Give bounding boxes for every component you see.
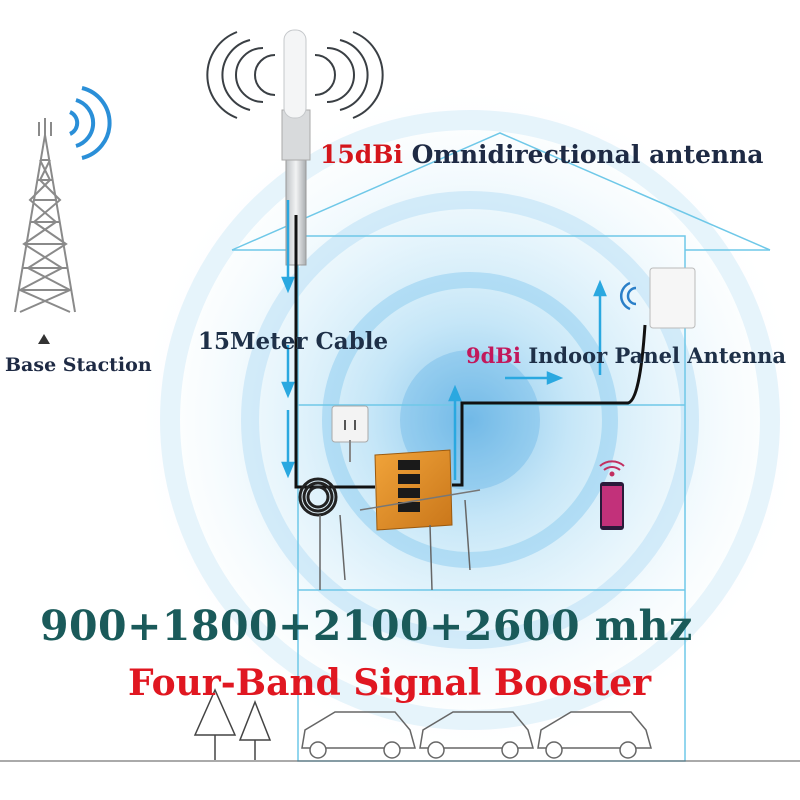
power-socket-icon bbox=[331, 405, 369, 462]
indoor-coverage-glow bbox=[140, 90, 800, 750]
tree-icon bbox=[193, 688, 272, 760]
base-station-tower bbox=[14, 118, 76, 313]
antenna-name: Omnidirectional antenna bbox=[402, 140, 764, 169]
signal-booster-device bbox=[319, 449, 481, 591]
indoor-signal-arrows bbox=[448, 279, 607, 480]
panel-signal-waves-icon bbox=[620, 281, 637, 311]
outdoor-cable bbox=[294, 215, 375, 489]
cable-label: 15Meter Cable bbox=[198, 328, 389, 355]
antenna-gain: 15dBi bbox=[320, 140, 403, 169]
car-icon bbox=[537, 711, 652, 759]
product-title: Four-Band Signal Booster bbox=[128, 662, 652, 704]
frequency-bands-title: 900+1800+2100+2600 mhz bbox=[40, 602, 693, 650]
omnidirectional-antenna-label: 15dBi Omnidirectional antenna bbox=[320, 140, 763, 169]
omnidirectional-antenna bbox=[281, 29, 311, 266]
tower-pointer-icon bbox=[38, 334, 50, 344]
car-icon bbox=[301, 711, 416, 759]
house-outline bbox=[0, 132, 800, 762]
wifi-signal-icon bbox=[599, 460, 625, 477]
base-station-label: Base Staction bbox=[5, 354, 152, 376]
antenna-signal-waves-icon bbox=[206, 31, 384, 119]
tower-signal-waves-icon bbox=[69, 86, 112, 160]
indoor-cable bbox=[452, 324, 647, 487]
car-icon bbox=[419, 711, 534, 759]
indoor-panel-antenna bbox=[649, 267, 696, 329]
cable-coil bbox=[298, 477, 338, 517]
panel-name: Indoor Panel Antenna bbox=[521, 343, 787, 368]
cable-signal-arrows bbox=[281, 200, 295, 479]
indoor-panel-antenna-label: 9dBi Indoor Panel Antenna bbox=[466, 343, 786, 368]
smartphone-icon bbox=[600, 482, 624, 530]
panel-gain: 9dBi bbox=[466, 343, 522, 368]
